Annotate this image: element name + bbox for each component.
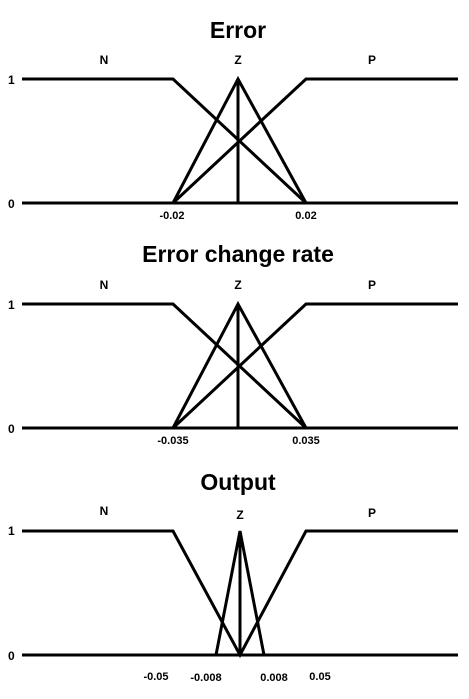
y-label-one: 1 — [8, 298, 15, 312]
tick-label: 0.02 — [295, 210, 316, 222]
set-label-n: N — [100, 504, 109, 518]
panel-output: Output N Z P 1 0 -0.05 -0.008 0.008 0.05 — [8, 469, 458, 684]
tick-label: 0.05 — [309, 671, 330, 683]
mf-p — [171, 302, 458, 430]
tick-label: -0.02 — [159, 210, 184, 222]
mf-n — [22, 302, 308, 430]
y-label-one: 1 — [8, 524, 15, 538]
mf-p — [171, 77, 458, 205]
set-label-z: Z — [234, 278, 241, 292]
set-label-z: Z — [234, 53, 241, 67]
tick-label: 0.035 — [292, 435, 320, 447]
mf-n — [22, 77, 308, 205]
tick-label: -0.035 — [157, 435, 188, 447]
y-label-one: 1 — [8, 73, 15, 87]
tick-label: -0.008 — [190, 672, 221, 684]
tick-label: 0.008 — [260, 672, 288, 684]
y-label-zero: 0 — [8, 197, 15, 211]
set-label-n: N — [100, 278, 109, 292]
y-label-zero: 0 — [8, 649, 15, 663]
tick-label: -0.05 — [143, 671, 168, 683]
panel-error-change-rate: Error change rate N Z P 1 0 -0.035 0.035 — [8, 241, 458, 447]
panel-title: Error — [210, 17, 266, 43]
set-label-z: Z — [236, 508, 243, 522]
panel-title: Output — [200, 469, 276, 495]
y-label-zero: 0 — [8, 422, 15, 436]
set-label-p: P — [368, 506, 376, 520]
panel-error: Error N Z P 1 0 -0.02 0.02 — [8, 17, 458, 222]
panel-title: Error change rate — [142, 241, 334, 267]
set-label-p: P — [368, 278, 376, 292]
set-label-p: P — [368, 53, 376, 67]
set-label-n: N — [100, 53, 109, 67]
